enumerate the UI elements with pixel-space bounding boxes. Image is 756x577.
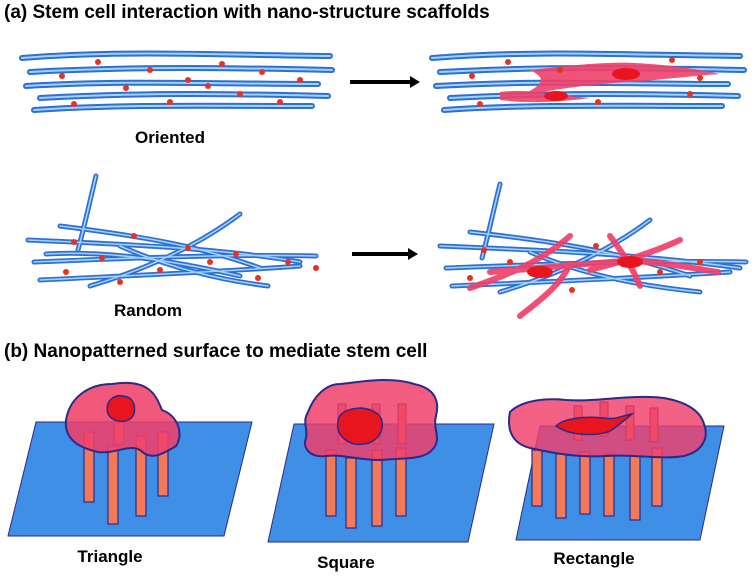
square-label: Square bbox=[317, 553, 375, 572]
section-b-heading: (b) Nanopatterned surface to mediate ste… bbox=[4, 341, 428, 362]
oriented-scaffold-before bbox=[19, 50, 335, 113]
oriented-arrow bbox=[350, 76, 420, 88]
triangle-label: Triangle bbox=[77, 547, 143, 566]
rectangle-pattern bbox=[508, 395, 725, 541]
random-scaffold-with-cells bbox=[437, 181, 749, 319]
nucleus bbox=[617, 256, 643, 268]
nucleus bbox=[554, 412, 635, 436]
nucleus bbox=[106, 394, 136, 423]
nucleus bbox=[527, 266, 553, 278]
oriented-label: Oriented bbox=[135, 128, 205, 147]
random-label: Random bbox=[114, 301, 182, 320]
random-arrow bbox=[352, 248, 418, 260]
substrate bbox=[7, 421, 253, 537]
triangle-pattern bbox=[7, 381, 253, 537]
rectangle-label: Rectangle bbox=[553, 549, 635, 568]
square-pattern bbox=[267, 379, 495, 543]
nucleus bbox=[612, 68, 640, 80]
random-scaffold-before bbox=[25, 173, 319, 289]
nucleus bbox=[336, 407, 384, 446]
section-a-heading: (a) Stem cell interaction with nano-stru… bbox=[4, 2, 490, 23]
nucleus bbox=[544, 91, 568, 101]
oriented-scaffold-with-cells bbox=[429, 50, 747, 113]
